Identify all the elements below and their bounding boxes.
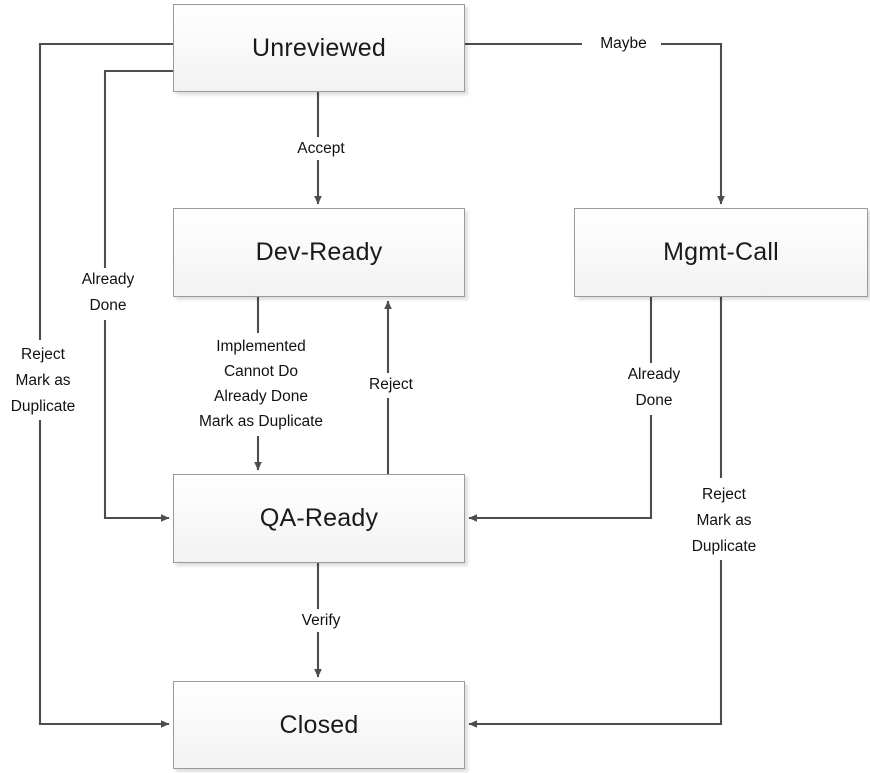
state-node-qa-ready[interactable]: QA-Ready	[173, 474, 465, 563]
edge-unreviewed-alreadydone-top	[103, 69, 173, 268]
edge-label-dev-qa-line3: Already Done	[214, 388, 308, 405]
edge-label-mgmt-reject-line3: Duplicate	[691, 538, 757, 555]
state-label-mgmt-call: Mgmt-Call	[663, 238, 779, 266]
state-node-closed[interactable]: Closed	[173, 681, 465, 769]
edge-label-mgmt-already-done-line2: Done	[635, 392, 673, 409]
state-node-dev-ready[interactable]: Dev-Ready	[173, 208, 465, 297]
edge-label-dev-qa-line1: Implemented	[216, 338, 306, 355]
edge-label-qa-reject: Reject	[353, 375, 429, 394]
edge-unreviewed-reject-bottom	[38, 420, 170, 728]
edge-label-unreviewed-reject-line2: Mark as	[15, 372, 71, 389]
edge-label-unreviewed-already-done-line1: Already	[81, 271, 135, 288]
edge-maybe-right	[659, 42, 725, 205]
edge-label-mgmt-reject-line2: Mark as	[696, 512, 752, 529]
edge-label-dev-qa-line2: Cannot Do	[223, 363, 299, 380]
edge-label-unreviewed-already-done-line2: Done	[89, 297, 127, 314]
state-label-dev-ready: Dev-Ready	[255, 238, 383, 266]
edge-unreviewed-reject-top	[38, 42, 173, 340]
edge-unreviewed-alreadydone-bottom	[103, 320, 170, 522]
edge-label-unreviewed-reject-line3: Duplicate	[10, 398, 76, 415]
edge-label-accept: Accept	[283, 139, 359, 158]
edge-label-dev-qa-line4: Mark as Duplicate	[198, 413, 324, 430]
edge-label-verify: Verify	[284, 611, 358, 630]
state-node-mgmt-call[interactable]: Mgmt-Call	[574, 208, 868, 297]
edge-label-mgmt-reject-line1: Reject	[702, 486, 746, 503]
edge-mgmt-alreadydone-bottom	[468, 415, 653, 522]
edge-label-unreviewed-reject-line1: Reject	[21, 346, 65, 363]
edge-label-mgmt-already-done-line1: Already	[627, 366, 681, 383]
state-node-unreviewed[interactable]: Unreviewed	[173, 4, 465, 92]
edge-label-maybe: Maybe	[586, 34, 661, 53]
state-label-qa-ready: QA-Ready	[259, 504, 379, 532]
state-label-unreviewed: Unreviewed	[251, 33, 386, 62]
state-label-closed: Closed	[279, 710, 359, 739]
edge-mgmt-reject-bottom	[468, 560, 723, 728]
